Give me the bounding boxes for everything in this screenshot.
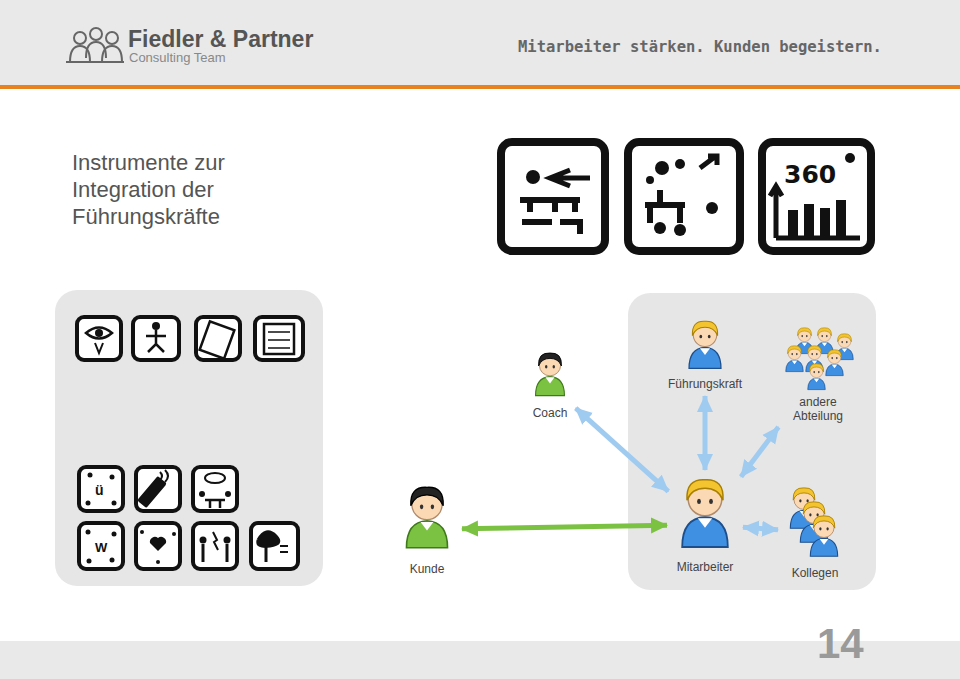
logo-mark: [66, 28, 124, 62]
person-node: Mitarbeiter: [672, 475, 738, 574]
icon-frame: [193, 467, 237, 511]
slide-title: Instrumente zur Integration der Führungs…: [72, 149, 272, 230]
person-icon: [531, 350, 569, 403]
icon-frame: [133, 317, 179, 360]
icon-text: 360: [784, 160, 836, 189]
footer-bar: [0, 641, 960, 679]
icon-frame: [196, 317, 240, 360]
icon-frame: [762, 142, 871, 251]
icon-letter: W: [94, 540, 108, 555]
icon-frame: [77, 317, 121, 360]
person-icon: [783, 326, 853, 392]
person-node: Coach: [528, 350, 572, 420]
page-number: 14: [817, 620, 864, 668]
tagline: Mitarbeiter stärken. Kunden begeistern.: [518, 38, 882, 56]
icon-frame: [136, 467, 180, 511]
group-node: andere Abteilung: [775, 326, 861, 423]
person-icon: [675, 475, 735, 557]
icon-frame: [628, 142, 740, 251]
icon-frame: [136, 523, 180, 569]
node-label: Kunde: [410, 562, 445, 576]
node-label: Führungskraft: [668, 377, 742, 391]
header-bar: [0, 0, 960, 85]
node-label: Coach: [533, 406, 568, 420]
connector-arrow: [576, 408, 669, 491]
company-subtitle: Consulting Team: [129, 50, 226, 65]
team-panel: [628, 293, 876, 590]
group-node: Kollegen: [783, 485, 847, 580]
icon-frame: [79, 467, 123, 511]
icon-frame: [251, 523, 298, 569]
person-node: Kunde: [397, 483, 457, 576]
connector-arrow: [743, 527, 778, 530]
node-label: Kollegen: [792, 566, 839, 580]
icon-letter: ü: [94, 482, 105, 498]
header-rule: [0, 85, 960, 89]
connector-arrow: [462, 525, 667, 529]
icon-frame: [501, 142, 605, 251]
icon-frame: [79, 523, 123, 569]
node-label: andere Abteilung: [778, 395, 858, 423]
connector-arrow: [741, 427, 778, 477]
person-icon: [400, 483, 454, 559]
person-node: Führungskraft: [665, 318, 745, 391]
connector-arrow: [702, 396, 707, 470]
icon-frame: [193, 523, 237, 569]
tool-panel: [55, 290, 323, 586]
icon-frame: [255, 317, 303, 360]
node-label: Mitarbeiter: [677, 560, 734, 574]
person-icon: [786, 485, 844, 563]
person-icon: [684, 318, 726, 374]
company-name: Fiedler & Partner: [128, 26, 313, 53]
